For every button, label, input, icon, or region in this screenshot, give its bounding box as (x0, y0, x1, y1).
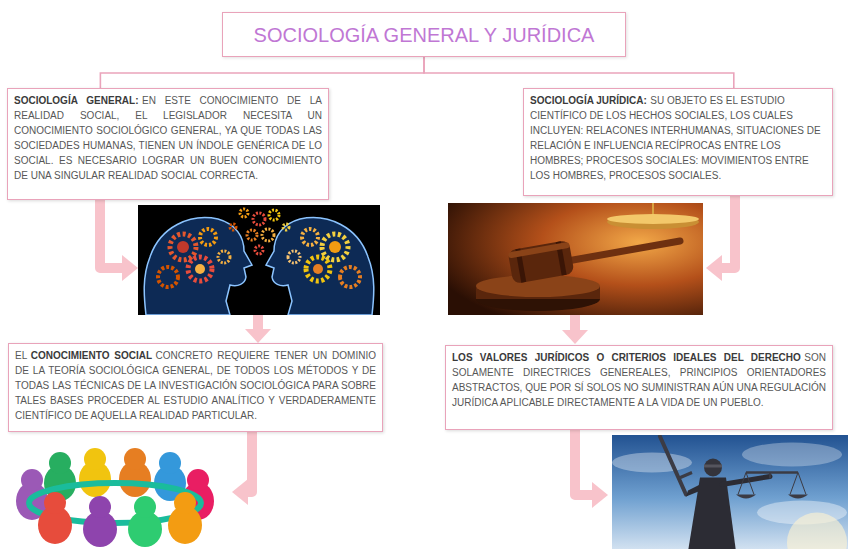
heading-text: SOCIOLOGÍA JURÍDICA: (530, 95, 650, 106)
heading-text: CONOCIMIENTO SOCIAL (31, 350, 156, 361)
text-block: ELCONOCIMIENTO SOCIALCONCRETO REQUIERE T… (15, 348, 376, 423)
justice-statue-picture-part (704, 459, 722, 477)
gavel-picture-part (508, 240, 575, 284)
people-circle-picture-part (174, 492, 196, 514)
concept-box: LOS VALORES JURÍDICOS O CRITERIOS IDEALE… (445, 345, 833, 430)
people-circle-picture-part (84, 448, 106, 470)
gear-heads-picture-part (230, 209, 289, 254)
justice-statue-picture-part (798, 473, 806, 495)
gear-heads-picture-part (306, 257, 330, 281)
gear-heads-picture-part (240, 209, 248, 217)
gear-heads-picture-part (188, 257, 212, 281)
gear-heads-picture-part (269, 210, 279, 220)
gear-heads-picture-part (329, 241, 341, 253)
gear-heads-picture-part (247, 230, 257, 240)
gear-heads-picture-part (302, 229, 318, 245)
people-circle-picture-part (44, 492, 66, 514)
pink-arrows-part (122, 255, 138, 281)
justice-statue-picture-part (769, 473, 771, 479)
pink-arrows-part (100, 196, 124, 268)
body-text: EL (15, 350, 31, 361)
connector-line (424, 57, 734, 88)
gear-heads-picture-part (158, 267, 178, 287)
body-text: EN ESTE CONOCIMIENTO DE LA REALIDAD SOCI… (14, 95, 322, 181)
justice-statue-picture-part (688, 478, 736, 549)
gavel-picture-part (508, 242, 570, 259)
concept-box: ELCONOCIMIENTO SOCIALCONCRETO REQUIERE T… (8, 343, 383, 432)
gavel-picture-part (448, 203, 703, 315)
justice-statue-picture-part (746, 473, 754, 495)
justice-statue-picture-part (742, 443, 842, 467)
people-circle-picture-part (134, 496, 156, 518)
justice-statue-picture-part (746, 471, 798, 474)
people-circle-picture-part (16, 448, 214, 547)
gear-heads-picture-part (200, 229, 216, 245)
gear-heads-picture (138, 205, 380, 315)
people-circle-picture-part (89, 496, 111, 518)
title-box: SOCIOLOGÍA GENERAL Y JURÍDICA (222, 12, 626, 57)
gear-heads-picture-part (262, 229, 274, 241)
pink-arrows-part (245, 329, 271, 343)
justice-statue-picture-part (678, 473, 692, 479)
gear-heads-picture-part (138, 205, 380, 315)
people-circle-picture-part (159, 452, 181, 474)
gear-heads-picture-part (313, 264, 323, 274)
concept-box: SOCIOLOGÍA GENERAL:EN ESTE CONOCIMIENTO … (7, 88, 329, 200)
pink-arrows-part (720, 192, 735, 268)
pink-arrows-part (706, 255, 722, 281)
heading-text: LOS VALORES JURÍDICOS O CRITERIOS IDEALE… (452, 352, 804, 363)
gear-heads-picture-part (170, 234, 196, 260)
gear-heads-picture-part (322, 234, 348, 260)
text-block: SOCIOLOGÍA GENERAL:EN ESTE CONOCIMIENTO … (14, 93, 322, 183)
justice-statue-picture-part (660, 437, 686, 495)
gear-heads-picture-part (340, 267, 360, 287)
pink-arrows-part (592, 482, 608, 508)
justice-statue-picture-part (704, 465, 722, 468)
text-block: SOCIOLOGÍA JURÍDICA:SU OBJETO ES EL ESTU… (530, 93, 826, 183)
justice-statue-picture-part (788, 495, 808, 499)
justice-statue-picture (612, 435, 848, 549)
people-circle-picture-part (187, 469, 209, 491)
gavel-picture-part (607, 215, 699, 229)
pink-arrows-part (562, 330, 588, 344)
justice-statue-picture-part (738, 473, 746, 495)
heading-text: SOCIOLOGÍA GENERAL: (14, 95, 142, 106)
gear-heads-picture-part (266, 218, 374, 315)
gear-heads-picture-part (144, 218, 252, 315)
gavel-picture-part (556, 241, 680, 263)
gavel-picture-part (607, 214, 699, 224)
pink-arrows-part (575, 428, 594, 495)
gear-heads-picture-part (177, 241, 189, 253)
text-block: LOS VALORES JURÍDICOS O CRITERIOS IDEALE… (452, 350, 826, 410)
gavel-picture-part (508, 240, 575, 284)
gear-heads-picture-part (255, 246, 263, 254)
gear-heads-picture-part (230, 224, 236, 230)
justice-statue-picture-part (790, 473, 798, 495)
title-text: SOCIOLOGÍA GENERAL Y JURÍDICA (254, 23, 595, 47)
justice-statue-picture-part (612, 453, 692, 473)
pink-arrows-part (232, 479, 248, 505)
gear-heads-picture-part (218, 251, 230, 263)
gavel-picture (448, 203, 703, 315)
people-circle-picture (0, 445, 230, 549)
people-circle-picture-part (21, 469, 43, 491)
body-text: SU OBJETO ES EL ESTUDIO CIENTÍFICO DE LO… (530, 95, 821, 181)
gear-heads-picture-part (195, 264, 205, 274)
gear-heads-picture-part (253, 213, 265, 225)
gear-heads-picture-part (144, 218, 252, 315)
connector-line (100, 57, 424, 88)
people-circle-picture-part (49, 452, 71, 474)
concept-box: SOCIOLOGÍA JURÍDICA:SU OBJETO ES EL ESTU… (523, 88, 833, 196)
justice-statue-picture-part (736, 495, 756, 499)
gear-heads-picture-part (288, 251, 300, 263)
gear-heads-picture-part (283, 224, 289, 230)
gear-heads-picture-part (266, 218, 374, 315)
justice-statue-picture-part (722, 477, 770, 485)
pink-arrows-part (570, 312, 580, 332)
justice-statue-picture-part (787, 513, 847, 549)
people-circle-picture-part (124, 448, 146, 470)
